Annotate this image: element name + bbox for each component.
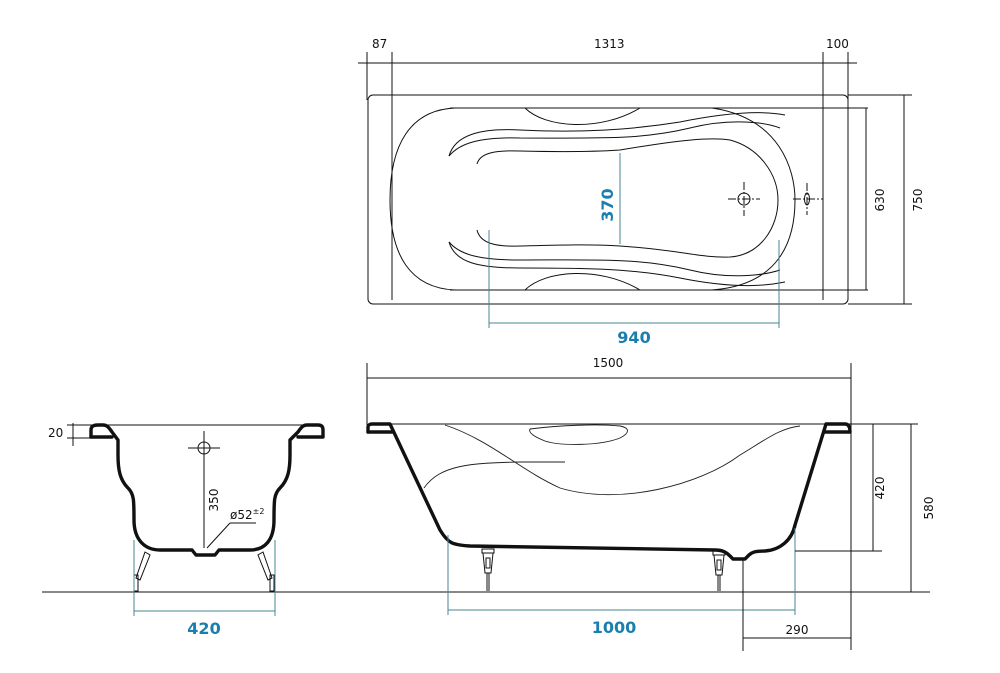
- leg-body: [482, 552, 494, 574]
- leg-left-side: [481, 548, 495, 591]
- side-contour-2: [423, 461, 565, 489]
- dim-inner-length: 1313: [594, 37, 625, 51]
- outer-rim: [367, 94, 849, 305]
- dim-depth: 420: [873, 477, 887, 500]
- top-view: 87 1313 100 370: [358, 37, 925, 347]
- drain-leader: [206, 522, 231, 549]
- contour-4: [448, 241, 781, 277]
- drain-tolerance-text: ±2: [253, 507, 265, 516]
- contour-1: [448, 112, 786, 157]
- overflow-marker-end: [188, 431, 220, 548]
- dim-bottom-width: 370: [598, 188, 617, 221]
- contour-3: [448, 241, 786, 287]
- dim-leg-spacing-end: 420: [187, 619, 220, 638]
- leg-body: [713, 554, 725, 576]
- inner-rim-lines: [450, 107, 868, 291]
- tub-profile-end: [89, 423, 325, 557]
- dim-bottom-length: 940: [617, 328, 650, 347]
- leg-right-side: [712, 550, 726, 591]
- dim-drain-offset: 290: [786, 623, 809, 637]
- armrest-bottom: [524, 273, 641, 291]
- leg-slot: [716, 559, 722, 571]
- leg-left-end: [133, 551, 151, 592]
- dim-inner-width: 630: [873, 189, 887, 212]
- leg-bracket: [481, 548, 495, 554]
- dim-overflow-height: 350: [207, 489, 221, 512]
- headrest: [529, 424, 628, 445]
- dim-left-rim: 87: [372, 37, 387, 51]
- end-view: 20 350 ø52±2 420: [48, 423, 325, 638]
- tub-profile-side: [366, 422, 852, 561]
- dim-rim-thickness: 20: [48, 426, 63, 440]
- dim-leg-spacing-side: 1000: [592, 618, 637, 637]
- drain-marker-top: [728, 182, 760, 216]
- leg-slot: [485, 557, 491, 569]
- overflow-marker-top: [793, 183, 823, 215]
- leg-rod: [269, 574, 275, 592]
- dim-overall-length: 1500: [593, 356, 624, 370]
- bottom-shape: [476, 138, 779, 258]
- inner-rim-left: [389, 107, 456, 291]
- leg-body: [135, 551, 151, 581]
- dim-overall-height: 580: [922, 497, 936, 520]
- side-view: 1500 1000 2: [366, 356, 936, 651]
- leg-body: [257, 551, 273, 581]
- dim-right-rim: 100: [826, 37, 849, 51]
- side-contour-1: [444, 424, 801, 496]
- armrest-top: [524, 107, 641, 125]
- leg-right-end: [257, 551, 275, 592]
- inner-rim-right: [711, 107, 796, 291]
- dim-drain-diameter: ø52±2: [230, 507, 264, 522]
- drain-diameter-text: ø52: [230, 508, 253, 522]
- contour-2: [448, 121, 781, 157]
- dim-overall-width: 750: [911, 189, 925, 212]
